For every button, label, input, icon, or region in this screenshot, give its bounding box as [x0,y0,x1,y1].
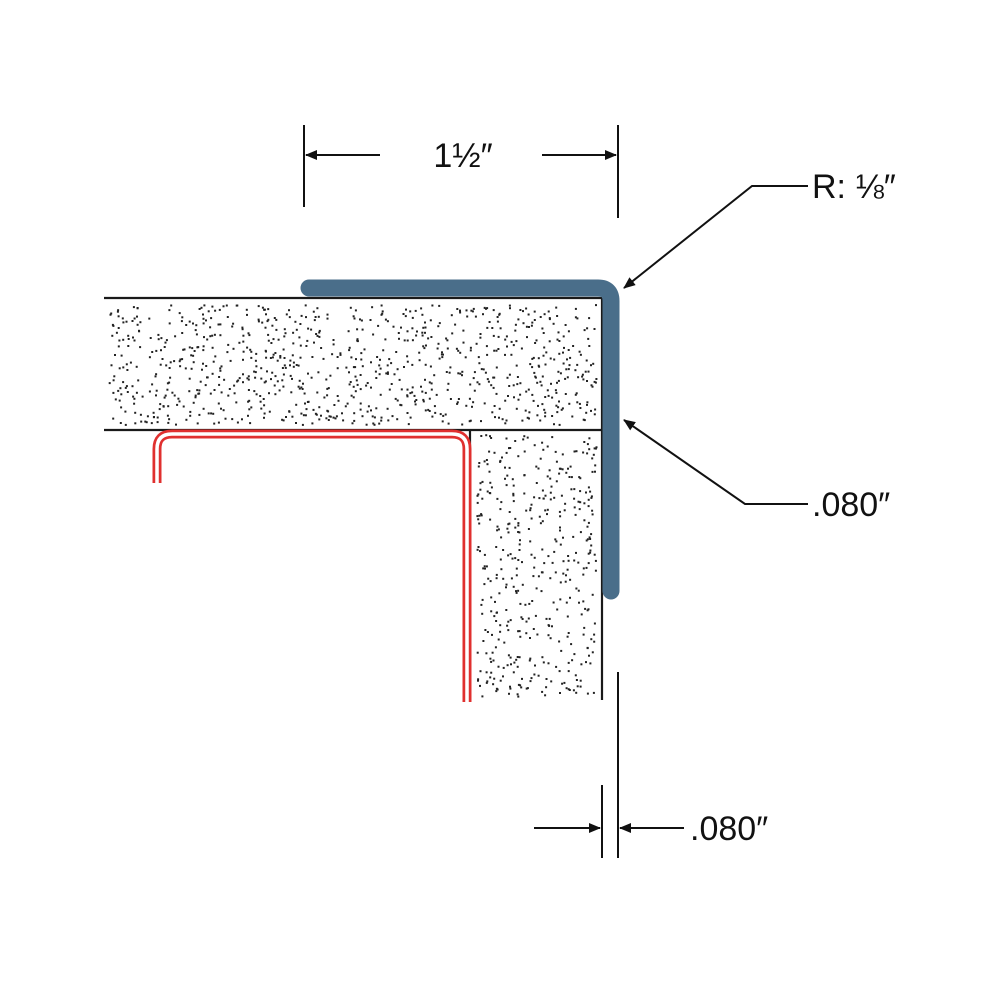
radius-callout: R: ⅛″ [623,168,896,289]
thickness-callout: .080″ [623,419,890,524]
framing-channel-inner [155,432,469,702]
framing-channel [152,429,472,702]
width-dimension-label: 1½″ [433,137,492,175]
substrate-speckle-texture [108,304,598,698]
substrate-fill [104,298,602,700]
width-dimension: 1½″ [303,125,619,218]
thickness-leader-line [623,419,808,505]
trim-angle [300,279,620,600]
framing-channel-outer [152,429,472,702]
thickness-callout-label: .080″ [812,486,890,524]
substrate-board [104,296,604,700]
bottom-thickness-dimension: .080″ [534,672,768,858]
radius-leader-line [623,185,808,289]
bottom-thickness-label: .080″ [690,810,768,848]
radius-callout-label: R: ⅛″ [812,168,896,206]
